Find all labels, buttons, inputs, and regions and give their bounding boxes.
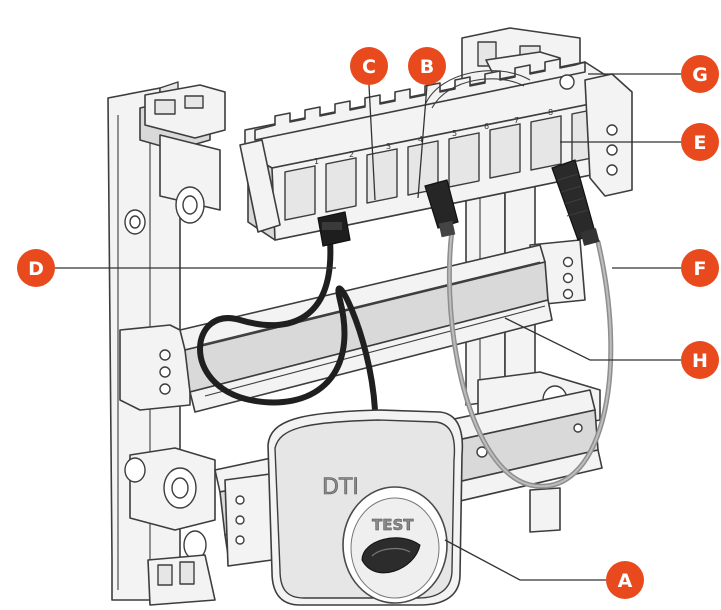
dti-box: DTI TEST [267,409,464,606]
frame-left-upright [107,81,226,606]
port-number: 1 [314,157,319,166]
leader-h [504,317,681,361]
port-number: 6 [484,122,489,131]
callout-a-label: A [618,570,633,592]
callout-g: G [681,55,719,93]
test-switch [361,537,421,574]
leader-c [368,84,376,201]
callout-d-label: D [28,258,44,280]
callout-f-label: F [694,258,707,280]
port-number: 7 [514,116,519,125]
callout-e: E [681,123,719,161]
callout-b: B [408,47,446,85]
callout-c-label: C [362,56,376,78]
callout-f: F [681,249,719,287]
callout-a: A [606,561,644,599]
port-number: 3 [386,142,391,151]
leader-lines [55,73,681,581]
callout-h: H [681,341,719,379]
callout-g-label: G [692,64,708,86]
callout-c: C [350,47,388,85]
callout-b-label: B [420,56,434,78]
port-number: 8 [548,108,553,117]
port-number: 4 [418,135,423,144]
port-number: 2 [349,150,354,159]
callout-h-label: H [692,350,708,372]
black-rj45-cable [197,211,378,413]
leader-b [417,84,428,199]
port-row [284,107,603,221]
dti-label: DTI [322,475,359,500]
callout-d: D [17,249,55,287]
port-number: 5 [452,129,457,138]
left-connector [424,179,459,229]
callout-e-label: E [694,132,707,154]
test-label: TEST [372,516,414,534]
splitter-module: 1 2 3 4 5 6 7 8 [239,58,633,241]
leader-a [444,539,606,581]
